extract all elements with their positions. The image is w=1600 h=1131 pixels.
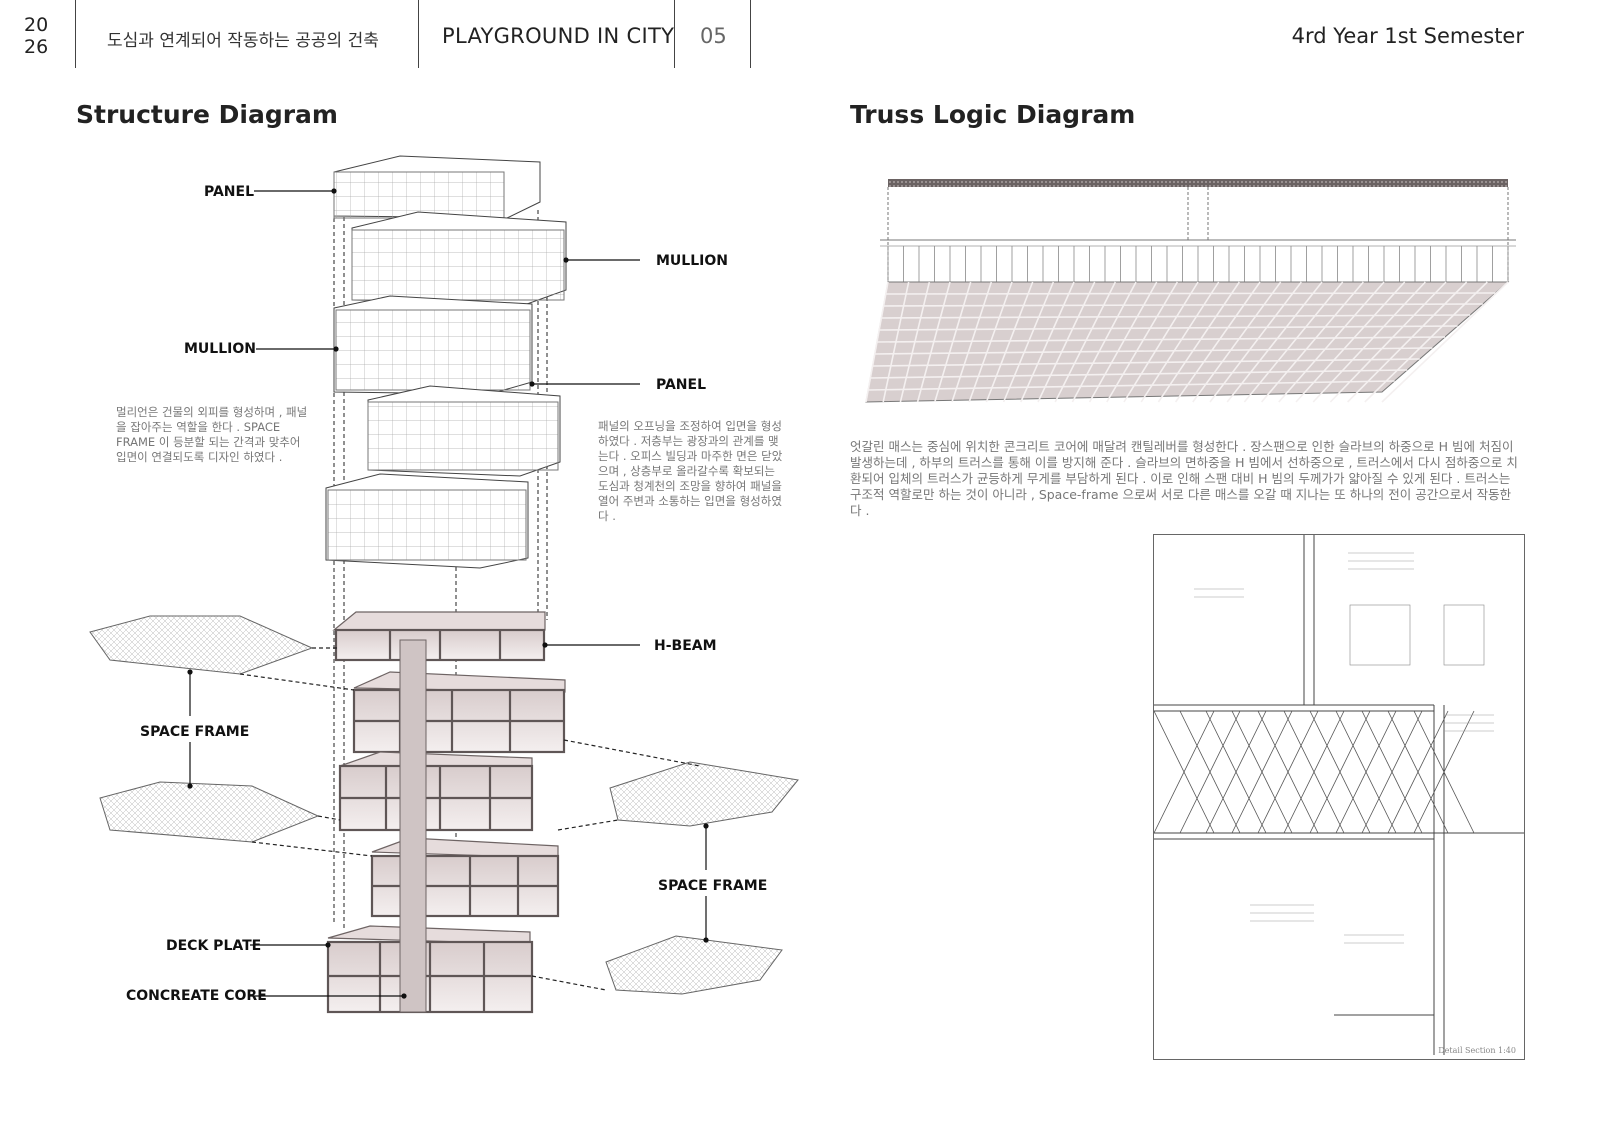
detail-truss-diagonal <box>1387 710 1449 834</box>
label-space-frame-left: SPACE FRAME <box>140 724 250 740</box>
label-concrete-core: CONCREATE CORE <box>126 988 267 1004</box>
header-divider <box>418 0 419 68</box>
truss-rib <box>985 281 1034 403</box>
truss-description: 엇갈린 매스는 중심에 위치한 콘크리트 코어에 매달려 캔틸레버를 형성한다 … <box>850 439 1518 518</box>
truss-rib <box>1364 281 1488 403</box>
year-top: 20 <box>24 14 49 36</box>
detail-truss-diagonal <box>1309 710 1371 834</box>
truss-rib <box>1002 281 1055 403</box>
leader-lines <box>187 188 709 999</box>
detail-truss-diagonal <box>1231 710 1293 834</box>
truss-rib <box>1123 281 1199 403</box>
truss-rib <box>1071 281 1137 403</box>
detail-truss-diagonal <box>1257 710 1319 834</box>
truss-rib <box>1174 281 1261 403</box>
facade-panels <box>325 155 567 569</box>
mullion-description: 멀리언은 건물의 외피를 형성하며 , 패널을 잡아주는 역할을 한다 . SP… <box>116 405 308 464</box>
truss-rib <box>1209 281 1302 403</box>
truss-rib <box>1037 281 1096 403</box>
truss-chord <box>879 325 1458 331</box>
truss-rib <box>1054 281 1117 403</box>
truss-rib <box>1260 281 1364 403</box>
truss-chord <box>885 292 1496 295</box>
structure-diagram-title: Structure Diagram <box>76 100 338 129</box>
label-mullion-left: MULLION <box>184 341 256 357</box>
truss-rib <box>1020 281 1075 403</box>
truss-logic-drawing <box>865 179 1516 403</box>
label-panel-top: PANEL <box>204 184 255 200</box>
truss-chord <box>870 369 1408 379</box>
truss-rib <box>1157 281 1240 403</box>
detail-truss-diagonal <box>1205 710 1267 834</box>
truss-chord <box>874 347 1433 355</box>
detail-caption: Detail Section 1:40 <box>1438 1046 1516 1055</box>
year-bottom: 26 <box>24 36 49 58</box>
header-divider <box>750 0 751 68</box>
truss-rib <box>1192 281 1282 403</box>
detail-truss-diagonal <box>1283 710 1345 834</box>
header-divider <box>75 0 76 68</box>
page-header: 20 26 도심과 연계되어 작동하는 공공의 건축 PLAYGROUND IN… <box>0 0 1600 70</box>
detail-section-drawing: Detail Section 1:40 <box>1153 534 1525 1060</box>
truss-rib <box>968 281 1013 403</box>
year-mark: 20 26 <box>24 14 48 58</box>
truss-rib <box>1140 281 1220 403</box>
truss-chord <box>881 314 1471 319</box>
detail-truss-diagonal <box>1179 710 1241 834</box>
header-divider <box>674 0 675 68</box>
label-space-frame-right: SPACE FRAME <box>658 878 768 894</box>
project-title: PLAYGROUND IN CITY <box>442 24 675 48</box>
truss-rib <box>1106 281 1179 403</box>
detail-truss-diagonal <box>1154 710 1215 834</box>
course-title: 도심과 연계되어 작동하는 공공의 건축 <box>107 31 379 51</box>
detail-truss-diagonal <box>1361 710 1423 834</box>
truss-rib <box>1088 281 1158 403</box>
truss-rib <box>1243 281 1344 403</box>
truss-rib <box>1226 281 1323 403</box>
space-frame-guides <box>239 647 701 991</box>
truss-rib <box>951 281 993 403</box>
label-mullion-right: MULLION <box>656 253 728 269</box>
semester-label: 4rd Year 1st Semester <box>1291 24 1524 48</box>
truss-chord <box>872 358 1420 367</box>
detail-truss-diagonal <box>1413 710 1475 834</box>
truss-chord <box>868 380 1395 391</box>
page-number: 05 <box>700 24 727 48</box>
panel-description: 패널의 오프닝을 조정하여 입면을 형성하였다 . 저층부는 광장과의 관계를 … <box>598 419 783 523</box>
truss-chord <box>876 336 1446 343</box>
truss-diagram-title: Truss Logic Diagram <box>850 100 1136 129</box>
truss-chord <box>883 303 1483 307</box>
detail-section-svg <box>1154 535 1524 1055</box>
label-h-beam: H-BEAM <box>654 638 717 654</box>
label-panel-right: PANEL <box>656 377 707 393</box>
label-deck-plate: DECK PLATE <box>166 938 262 954</box>
detail-truss-diagonal <box>1335 710 1397 834</box>
structural-frames <box>326 611 566 1014</box>
truss-rib <box>1381 281 1509 403</box>
